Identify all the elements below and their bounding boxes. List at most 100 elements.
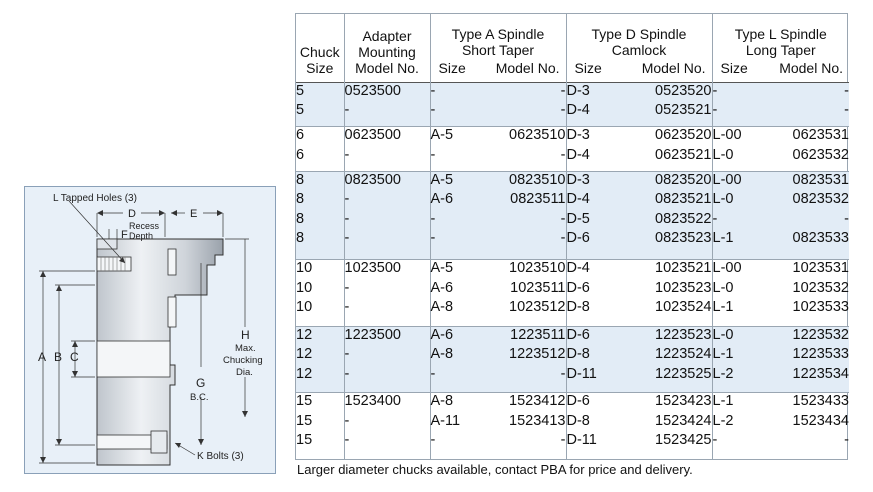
label-d: D — [128, 208, 136, 220]
chuck-size: 5 — [296, 102, 305, 118]
adapter-model: - — [344, 210, 350, 227]
chuck-size: 12 — [296, 346, 313, 363]
tapped-hole — [96, 256, 132, 272]
chuck-size: 8 — [296, 171, 305, 188]
cell-chuck-size: 12 12 12 — [296, 326, 344, 393]
adapter-model: - — [344, 230, 350, 247]
label-g: G — [196, 376, 205, 390]
header-chuck-size: Chuck Size — [299, 43, 340, 76]
label-dia: Dia. — [236, 367, 253, 378]
chuck-size: 10 — [296, 299, 313, 316]
adapter-model: 1223500 — [344, 326, 401, 343]
cell-type-l: ---- — [711, 82, 850, 127]
chuck-size: 12 — [296, 326, 313, 343]
chuck-size: 15 — [296, 412, 313, 429]
footnote: Larger diameter chucks available, contac… — [297, 462, 693, 477]
adapter-model: 1523400 — [344, 393, 401, 410]
adapter-model: - — [344, 102, 350, 118]
type-l-entry: -- — [712, 82, 850, 99]
adapter-model: 0523500 — [344, 82, 401, 99]
chuck-size: 6 — [296, 146, 305, 163]
cell-adapter-model: 0823500--- — [343, 171, 430, 260]
chuck-size: 15 — [296, 432, 313, 449]
adapter-model: 0623500 — [344, 127, 401, 144]
adapter-model: - — [344, 279, 350, 296]
type-a-entry: -- — [430, 210, 566, 227]
type-a-entry: -- — [430, 102, 566, 118]
adapter-model: - — [344, 146, 350, 163]
label-h: H — [241, 328, 250, 342]
cell-adapter-model: 1223500 - - — [343, 326, 430, 393]
label-a: A — [38, 350, 46, 364]
label-k-bolts: K Bolts (3) — [197, 451, 244, 462]
label-e: E — [190, 208, 197, 220]
adapter-model: - — [344, 412, 350, 429]
adapter-cross-section: L Tapped Holes (3) D E F Recess Depth A … — [38, 193, 263, 466]
chuck-size: 8 — [296, 210, 305, 227]
chuck-size: 12 — [296, 365, 313, 382]
type-a-entry: -- — [430, 432, 566, 449]
adapter-model: - — [344, 365, 350, 382]
type-l-entry: -- — [712, 210, 850, 227]
cell-adapter-model: 1523400-- — [343, 392, 430, 459]
type-a-entry: -- — [430, 365, 566, 382]
type-a-entry: -- — [430, 146, 566, 163]
spindle-adapter-table: Chuck Size Adapter Mounting Model No. Ty… — [295, 13, 850, 460]
chuck-size: 8 — [296, 230, 305, 247]
adapter-model: - — [344, 346, 350, 363]
label-tapped-holes: L Tapped Holes (3) — [53, 193, 137, 204]
chuck-size: 6 — [296, 127, 305, 144]
type-a-entry: -- — [430, 230, 566, 247]
chuck-size: 15 — [296, 393, 313, 410]
label-bc: B.C. — [190, 392, 208, 403]
header-adapter-mounting: Adapter Mounting Model No. — [343, 14, 430, 82]
adapter-model: 0823500 — [344, 171, 401, 188]
